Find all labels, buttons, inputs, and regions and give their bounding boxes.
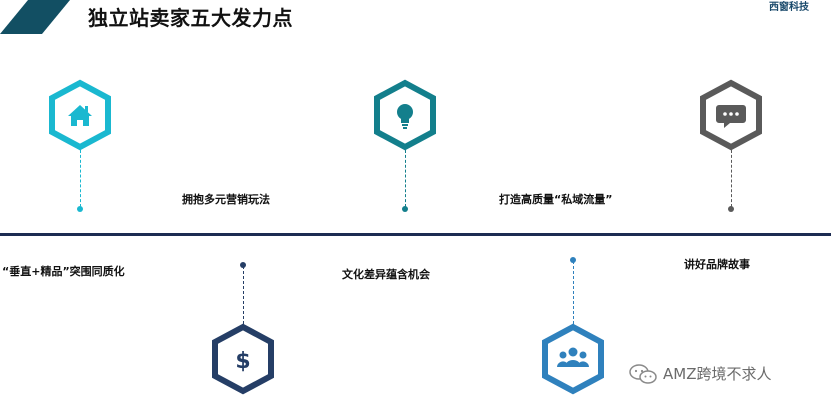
point-label-private-traffic: 打造高质量“私域流量” [499,193,613,206]
dollar-icon: $ [235,349,250,374]
point-label-brand-story: 讲好品牌故事 [684,258,750,271]
connector-dot [728,206,734,212]
hexagon-marker-home [49,79,111,151]
point-label-marketing: 拥抱多元营销玩法 [182,193,270,206]
header-accent-shape [0,0,70,34]
home-icon [68,105,92,126]
hexagon-marker-users [542,323,604,395]
connector-dot [402,206,408,212]
hexagon-marker-dollar: $ [212,323,274,395]
connector-line [243,266,244,324]
users-icon [557,347,589,367]
wechat-icon [629,364,657,384]
point-label-vertical: “垂直+精品”突围同质化 [2,265,125,278]
hexagon-marker-chat [700,79,762,151]
point-label-culture: 文化差异蕴含机会 [342,268,430,281]
connector-line [731,150,732,207]
brand-logo-text: 西窗科技 [769,2,809,13]
chat-bubble-icon [716,105,746,128]
lightbulb-icon [397,104,413,129]
page-title: 独立站卖家五大发力点 [88,6,293,30]
hexagon-marker-lightbulb [374,79,436,151]
timeline-baseline [0,233,831,236]
connector-dot [240,262,246,268]
connector-dot [77,206,83,212]
watermark-text: AMZ跨境不求人 [663,365,772,383]
connector-line [405,150,406,207]
connector-line [573,261,574,324]
connector-line [80,150,81,207]
connector-dot [570,257,576,263]
